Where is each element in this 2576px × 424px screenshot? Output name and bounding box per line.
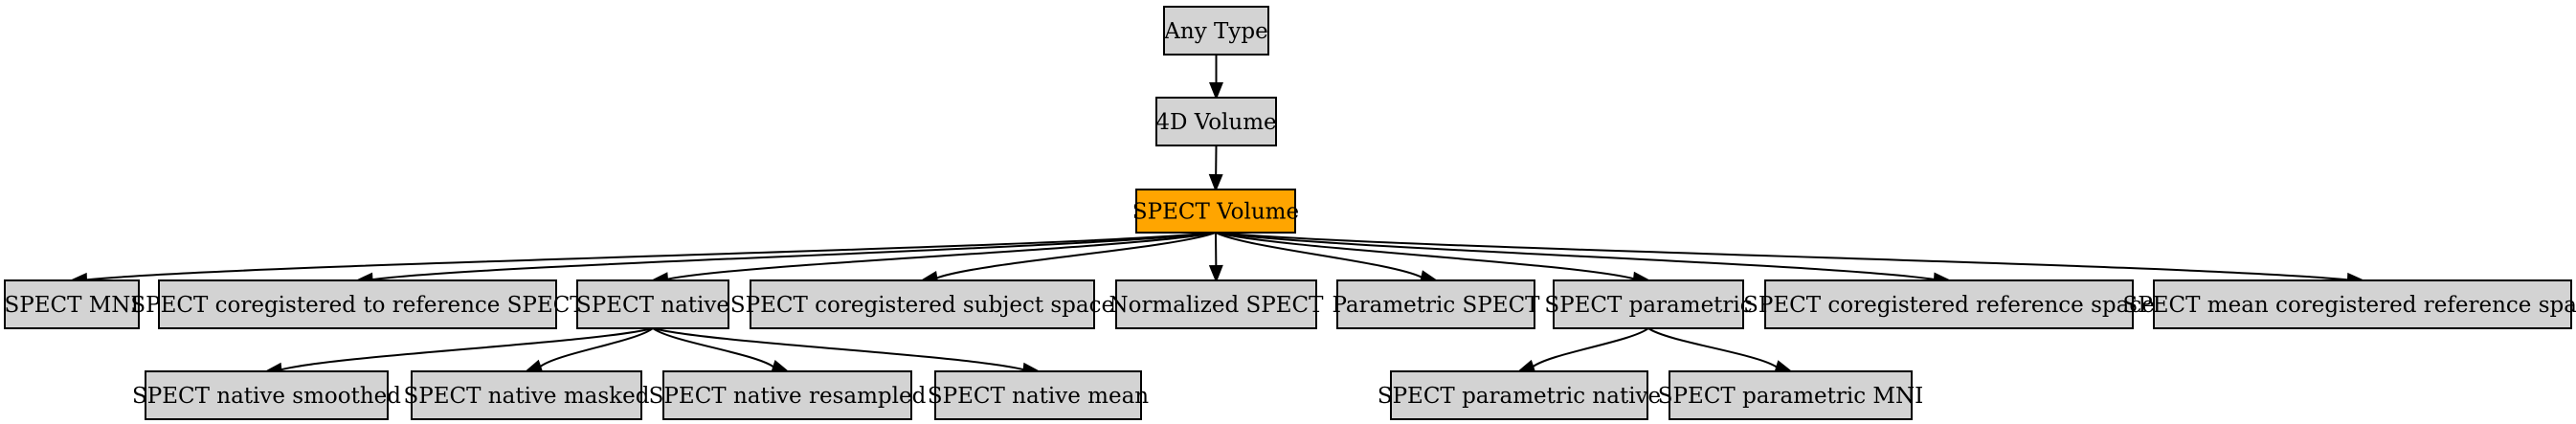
node-label: Any Type	[1163, 19, 1267, 44]
node-4d-volume: 4D Volume	[1155, 97, 1277, 146]
node-spect-parametric: SPECT parametric	[1544, 279, 1753, 329]
node-parametric-spect: Parametric SPECT	[1332, 279, 1540, 329]
arrowhead-icon	[1208, 173, 1223, 192]
node-box	[1163, 6, 1269, 56]
node-label: SPECT native smoothed	[132, 384, 401, 409]
arrowhead-icon	[1209, 82, 1223, 100]
node-box	[1553, 279, 1744, 329]
edge-spect_volume-to-normalized_spect	[1208, 232, 1223, 283]
edge-spect_volume-to-spect_coreg_subject	[919, 232, 1217, 285]
node-box	[662, 370, 912, 420]
node-label: SPECT native resampled	[649, 384, 927, 409]
edge-line	[935, 232, 1217, 279]
node-spect-native: SPECT native	[576, 279, 729, 329]
node-spect-mean-coreg-ref-space: SPECT mean coregistered reference space	[2123, 279, 2576, 329]
edge-any_type-to-4d_volume	[1209, 55, 1223, 100]
node-box	[145, 370, 389, 420]
node-spect-volume: SPECT Volume	[1132, 189, 1299, 234]
node-spect-parametric-native: SPECT parametric native	[1378, 370, 1661, 420]
node-label: SPECT parametric	[1544, 293, 1752, 318]
node-box	[1764, 279, 2134, 329]
node-spect-parametric-mni: SPECT parametric MNI	[1658, 370, 1923, 420]
edge-spect_native-to-spect_native_masked	[524, 327, 654, 373]
node-spect-native-resampled: SPECT native resampled	[649, 370, 927, 420]
node-label: SPECT parametric native	[1378, 384, 1661, 409]
node-box	[576, 279, 729, 329]
node-label: Normalized SPECT	[1109, 293, 1325, 318]
node-spect-coreg-ref-space: SPECT coregistered reference space	[1743, 279, 2155, 329]
node-spect-mni: SPECT MNI	[4, 279, 140, 329]
node-label: SPECT coregistered reference space	[1743, 293, 2155, 318]
node-label: SPECT native masked	[404, 384, 650, 409]
node-spect-native-smoothed: SPECT native smoothed	[132, 370, 401, 420]
node-spect-native-mean: SPECT native mean	[928, 370, 1149, 420]
edge-spect_native-to-spect_native_resampled	[652, 327, 791, 374]
node-box	[750, 279, 1095, 329]
edge-line	[652, 327, 774, 368]
edge-line	[371, 232, 1217, 281]
edge-line	[1647, 327, 1778, 368]
node-label: SPECT mean coregistered reference space	[2123, 293, 2576, 318]
node-normalized-spect: Normalized SPECT	[1109, 279, 1325, 329]
node-label: Parametric SPECT	[1332, 293, 1540, 318]
node-box	[411, 370, 642, 420]
edge-4d_volume-to-spect_volume	[1208, 145, 1223, 192]
edge-spect_native-to-spect_native_mean	[652, 327, 1042, 377]
edge-line	[666, 232, 1217, 280]
node-box	[1135, 189, 1296, 234]
edge-spect_native-to-spect_native_smoothed	[263, 327, 654, 377]
edge-line	[1215, 232, 1635, 280]
node-box	[2153, 279, 2572, 329]
node-spect-coreg-ref-spect: SPECT coregistered to reference SPECT	[130, 279, 585, 329]
edges-layer	[69, 55, 2365, 377]
edge-line	[85, 232, 1217, 281]
node-label: SPECT native mean	[928, 384, 1149, 409]
node-box	[934, 370, 1142, 420]
arrowhead-icon	[1208, 264, 1223, 283]
edge-line	[1532, 327, 1649, 368]
edge-spect_volume-to-spect_mean_coreg_ref_space	[1215, 232, 2365, 287]
node-box	[158, 279, 557, 329]
node-box	[1115, 279, 1317, 329]
node-spect-coreg-subject: SPECT coregistered subject space	[730, 279, 1114, 329]
node-label: SPECT coregistered subject space	[730, 293, 1114, 318]
edge-spect_parametric-to-spect_parametric_mni	[1647, 327, 1794, 374]
node-label: SPECT coregistered to reference SPECT	[130, 293, 585, 318]
node-any-type: Any Type	[1163, 6, 1269, 56]
edge-line	[1215, 232, 1422, 279]
node-label: SPECT Volume	[1132, 200, 1299, 225]
edge-line	[652, 327, 1024, 371]
node-box	[4, 279, 140, 329]
edge-line	[539, 327, 654, 368]
node-box	[1155, 97, 1277, 146]
node-box	[1336, 279, 1535, 329]
edge-line	[1215, 232, 2349, 281]
edge-line	[280, 327, 654, 371]
node-label: SPECT parametric MNI	[1658, 384, 1923, 409]
node-box	[1669, 370, 1913, 420]
node-label: 4D Volume	[1155, 110, 1276, 135]
edge-line	[1215, 232, 1936, 281]
node-label: SPECT MNI	[4, 293, 139, 318]
node-spect-native-masked: SPECT native masked	[404, 370, 650, 420]
node-label: SPECT native	[576, 293, 729, 318]
edge-spect_parametric-to-spect_parametric_native	[1516, 327, 1649, 374]
node-box	[1390, 370, 1648, 420]
